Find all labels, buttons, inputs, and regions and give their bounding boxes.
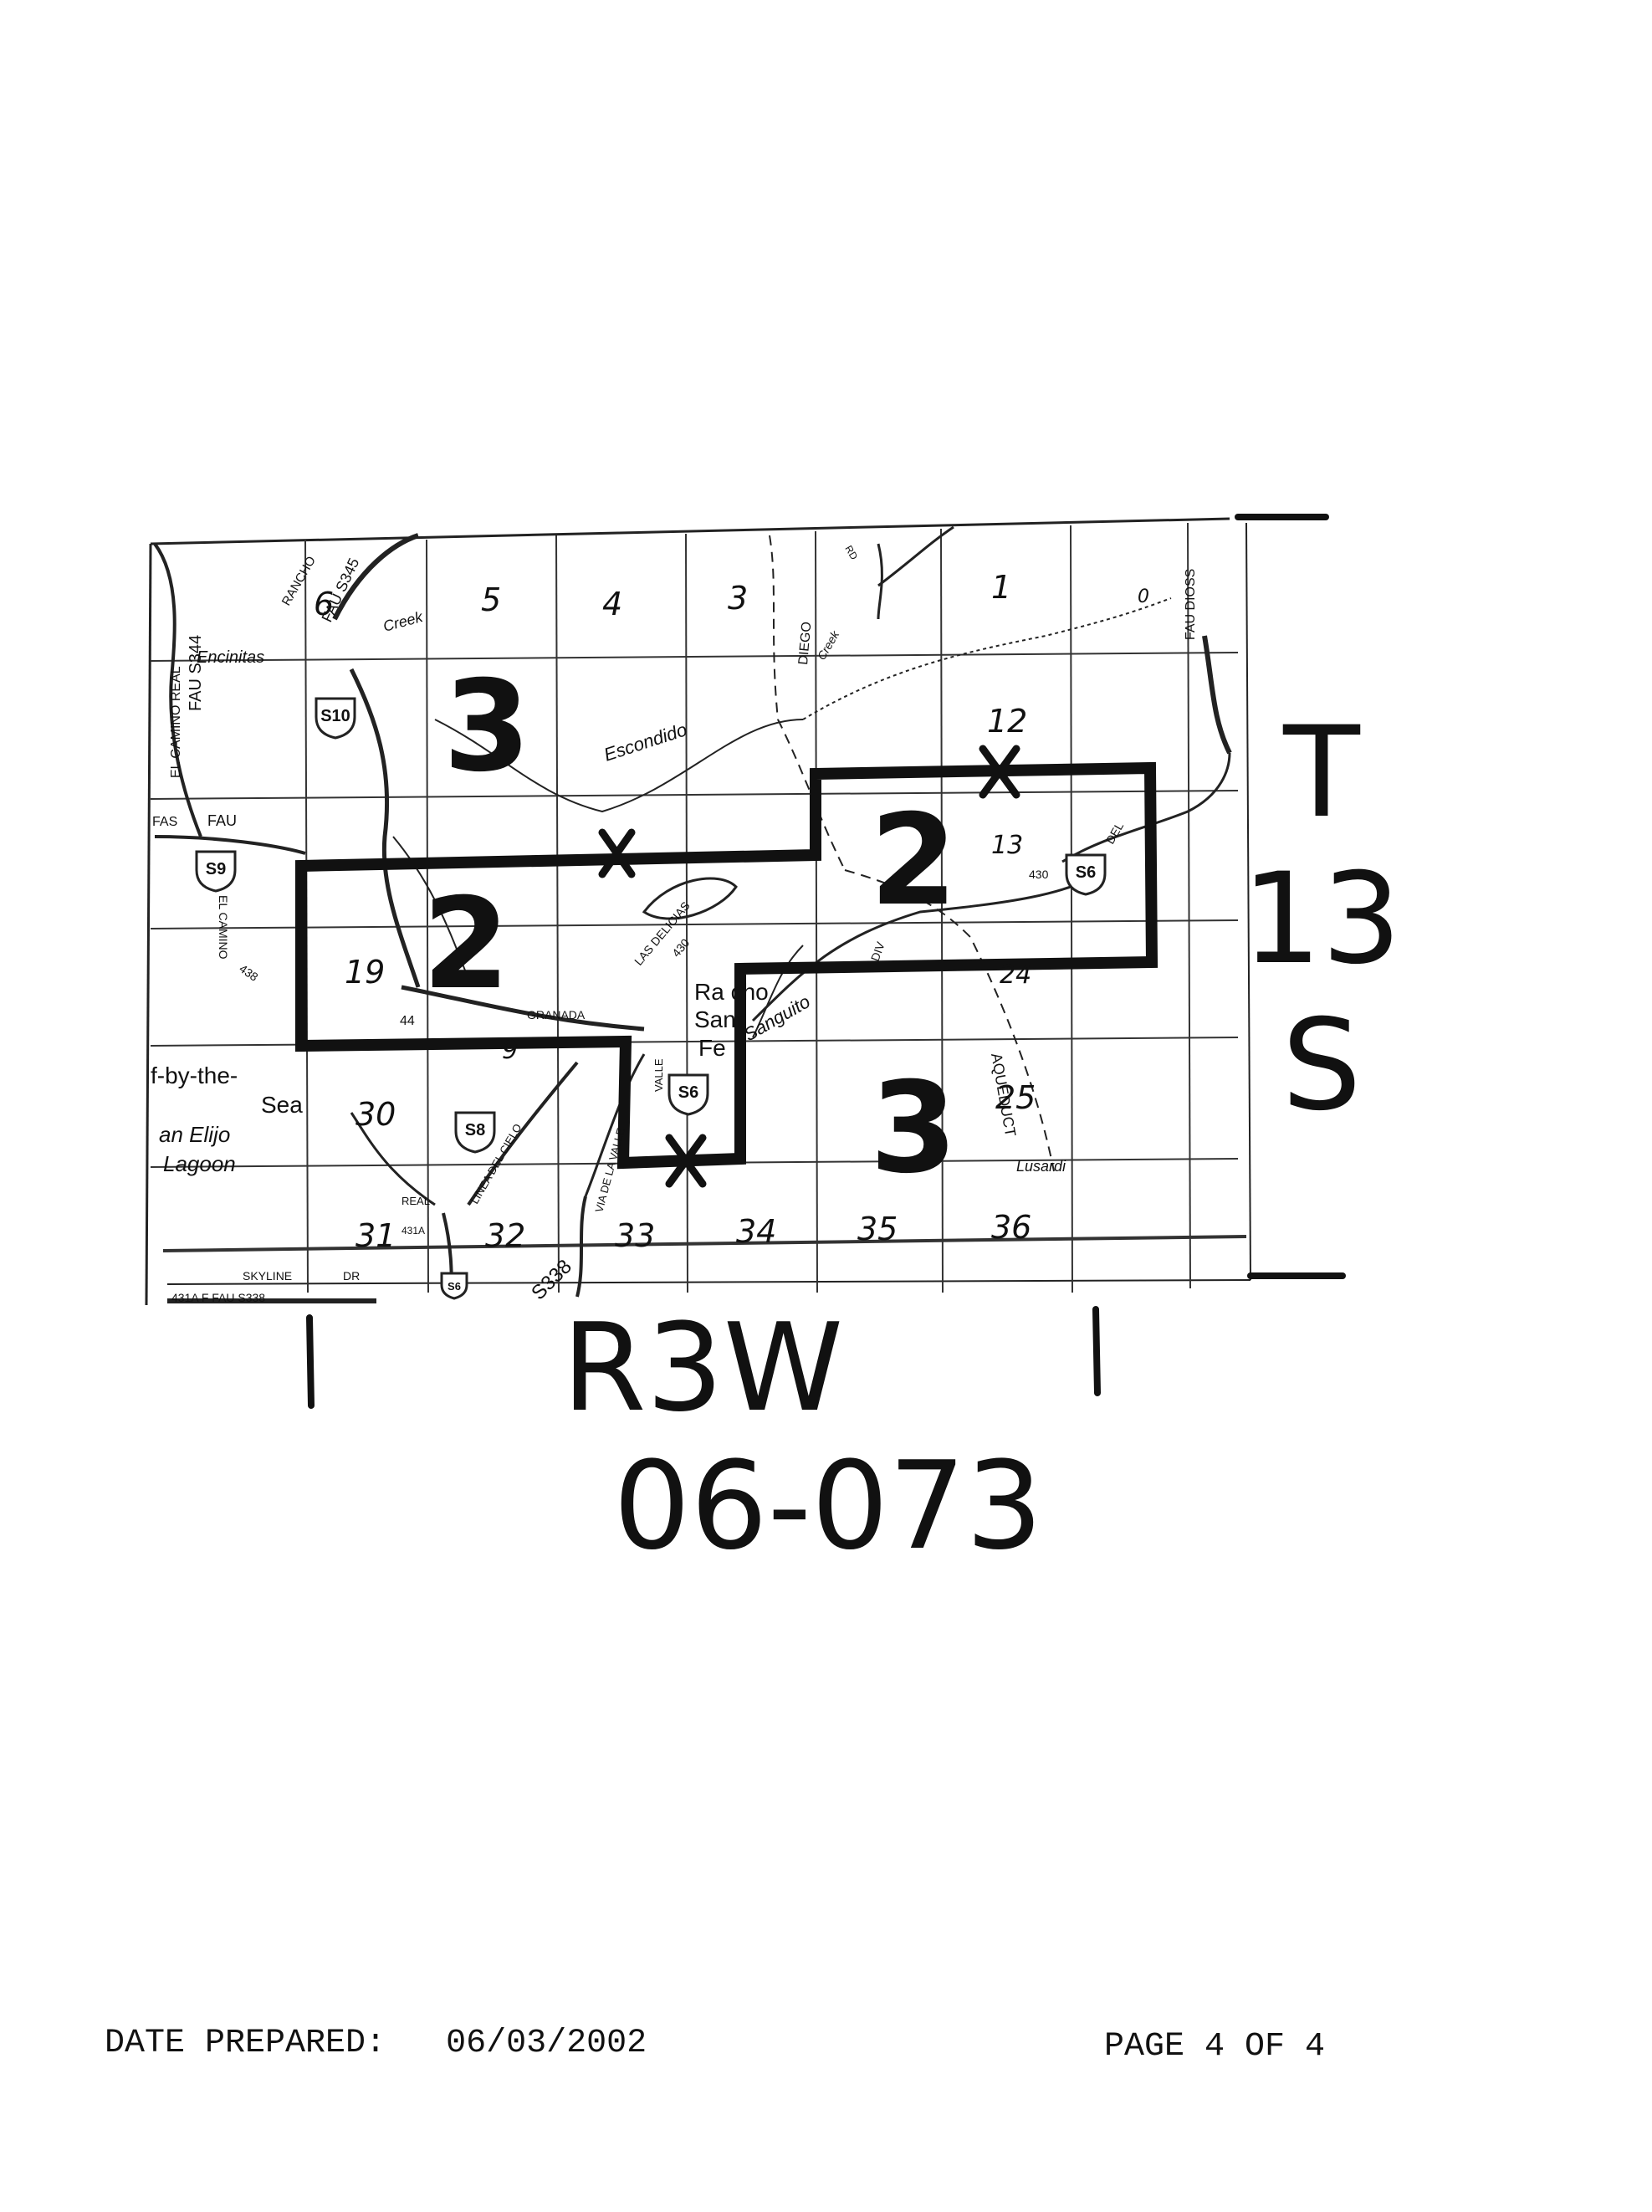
label-road-430: 430 xyxy=(1029,868,1049,881)
label-dr: DR xyxy=(343,1269,360,1283)
label-road-431a: 431A xyxy=(401,1225,425,1237)
x-mark-12 xyxy=(979,745,1020,799)
label-rancho: RANCHO xyxy=(279,554,319,608)
date-prepared-label: DATE PREPARED: xyxy=(105,2025,386,2062)
township-13: 13 xyxy=(1242,847,1402,992)
section-3: 3 xyxy=(728,580,748,617)
section-9: 9 xyxy=(502,1036,518,1065)
roads-and-streams xyxy=(153,525,1232,1303)
label-sea: Sea xyxy=(261,1092,303,1118)
label-granada: GRANADA xyxy=(527,1008,586,1022)
section-12: 12 xyxy=(987,703,1027,740)
district-boundary xyxy=(295,761,1158,1170)
label-lagoon: Lagoon xyxy=(163,1151,236,1176)
shield-s10 xyxy=(315,697,356,740)
label-encinitas: Encinitas xyxy=(197,648,264,667)
x-mark-south xyxy=(665,1134,707,1188)
map-code: 06-073 xyxy=(613,1436,1043,1577)
map-frame xyxy=(145,517,1251,1306)
section-33: 33 xyxy=(615,1217,655,1254)
date-prepared: DATE PREPARED: 06/03/2002 xyxy=(105,2025,647,2062)
section-13: 13 xyxy=(991,831,1023,860)
label-fau-dios: FAU DIOSS xyxy=(1184,569,1198,640)
label-diego: DIEGO xyxy=(796,622,814,666)
date-prepared-value: 06/03/2002 xyxy=(446,2025,647,2062)
label-fau-left: FAU xyxy=(207,812,237,829)
shield-label-s10: S10 xyxy=(320,707,350,725)
shield-label-s6-c: S6 xyxy=(448,1280,461,1293)
label-el-camino-real: EL CAMINO REAL xyxy=(169,666,183,778)
highway-shields xyxy=(195,697,1107,1300)
shield-label-s9: S9 xyxy=(206,860,226,878)
section-5: 5 xyxy=(481,581,501,618)
label-lusardi: Lusardi xyxy=(1016,1158,1066,1175)
zone-label-2-west: 2 xyxy=(422,872,509,1017)
label-creek: Creek xyxy=(381,608,426,635)
label-escondido: Escondido xyxy=(601,719,689,765)
shield-s6-c xyxy=(440,1272,468,1300)
label-el-camino-left: EL CAMINO xyxy=(217,895,230,960)
section-4: 4 xyxy=(602,586,622,622)
label-rd: RD xyxy=(842,544,860,562)
shield-s9 xyxy=(195,850,237,893)
shield-s8 xyxy=(454,1111,496,1154)
section-36: 36 xyxy=(991,1209,1031,1246)
section-6: 6 xyxy=(314,586,334,622)
label-las-delicias: LAS DELICIAS xyxy=(632,899,693,968)
label-div: DIV xyxy=(868,940,887,963)
x-markers xyxy=(598,745,1020,1188)
zone-label-3-south: 3 xyxy=(870,1056,957,1201)
shield-s6-a xyxy=(667,1073,709,1116)
label-creek-right: Creek xyxy=(815,627,842,662)
zone-label-2-east: 2 xyxy=(870,788,957,934)
label-fas: FAS xyxy=(152,815,177,829)
shield-s6-b xyxy=(1065,853,1107,896)
shield-label-s6-a: S6 xyxy=(678,1083,698,1102)
label-del: DEL xyxy=(1103,820,1127,847)
shield-label-s8: S8 xyxy=(465,1121,485,1139)
label-via-de-la-valle: VIA DE LA VALLE xyxy=(592,1126,627,1213)
section-35: 35 xyxy=(857,1211,898,1247)
section-0: 0 xyxy=(1138,586,1149,607)
section-32: 32 xyxy=(485,1217,525,1254)
label-rancho-santa-fe-2: Sant xyxy=(694,1006,743,1032)
label-road-430b: 430 xyxy=(669,936,692,960)
section-31: 31 xyxy=(355,1217,396,1254)
section-25: 25 xyxy=(995,1079,1036,1116)
township-label: T 13 S xyxy=(1242,700,1402,1139)
label-fau-s344: FAU S344 xyxy=(187,635,205,711)
zone-labels: 3 2 2 3 xyxy=(422,654,957,1201)
label-rancho-santa-fe-3: Fe xyxy=(698,1035,726,1061)
page-number-text: PAGE 4 OF 4 xyxy=(1104,2028,1326,2066)
x-mark-north xyxy=(598,828,636,878)
label-rancho-santa-fe-1: Ra cho xyxy=(694,979,769,1005)
label-valle: VALLE xyxy=(652,1058,665,1092)
zone-label-3-north: 3 xyxy=(443,654,530,800)
section-numbers: 6 5 4 3 1 0 12 13 24 25 19 30 31 32 33 3… xyxy=(314,569,1149,1254)
label-road-438: 438 xyxy=(237,961,260,984)
label-real: REAL xyxy=(401,1195,430,1207)
range-label: R3W xyxy=(562,1298,843,1439)
township-s: S xyxy=(1281,993,1361,1139)
shield-labels: S10 S9 S8 S6 S6 S6 xyxy=(206,707,1096,1293)
township-t: T xyxy=(1282,700,1361,846)
label-skyline: SKYLINE xyxy=(243,1269,292,1283)
section-24: 24 xyxy=(1000,960,1031,990)
shield-label-s6-b: S6 xyxy=(1076,863,1096,882)
section-34: 34 xyxy=(736,1213,776,1250)
tr-tick-marks xyxy=(306,514,1346,1409)
label-fau-s338: 431A F FAU S338 xyxy=(171,1291,265,1304)
section-30: 30 xyxy=(355,1096,396,1133)
section-19: 19 xyxy=(345,954,385,991)
label-cardiff: f-by-the- xyxy=(151,1062,238,1088)
label-san-elijo: an Elijo xyxy=(159,1122,230,1147)
label-road-44: 44 xyxy=(400,1014,415,1028)
section-1: 1 xyxy=(991,569,1011,606)
page-number: PAGE 4 OF 4 xyxy=(1104,2028,1325,2066)
